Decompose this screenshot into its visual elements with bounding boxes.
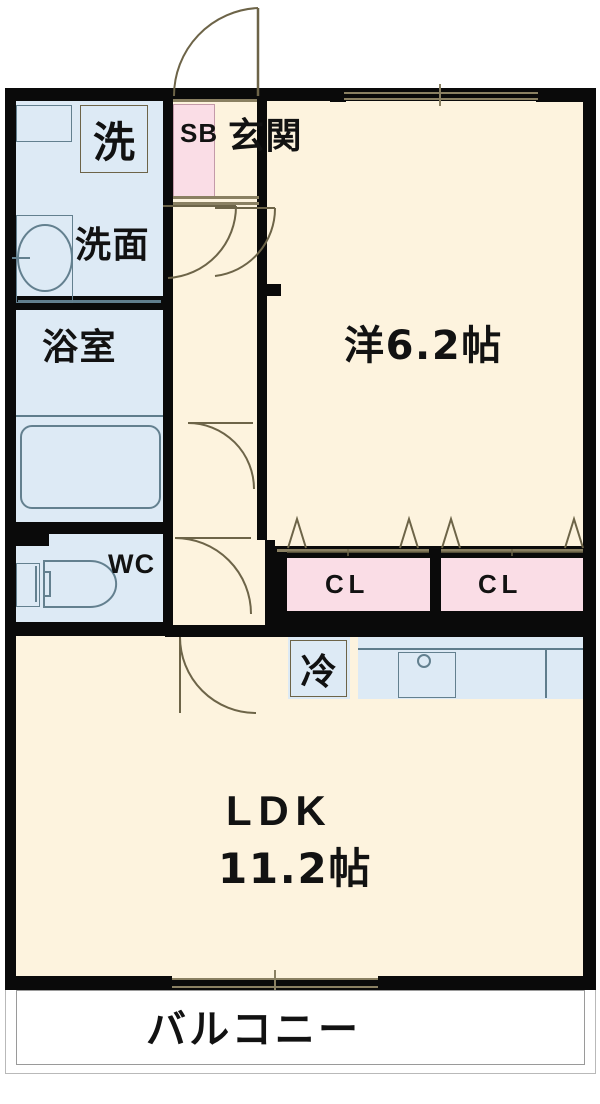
bath-sliding-door-line — [18, 300, 161, 303]
refrigerator-space-fill — [288, 637, 350, 699]
western-room-label: 洋6.2帖 — [344, 323, 503, 369]
entrance-wall-nib — [257, 284, 281, 296]
toilet-label-text: WC — [108, 549, 156, 579]
closet-left-rail — [277, 549, 429, 552]
bath-area-divider — [16, 415, 163, 417]
toilet-label: WC — [108, 549, 156, 580]
entrance-label: 玄関 — [228, 116, 303, 157]
entrance-door-threshold — [173, 99, 257, 102]
entrance-step-line-2 — [173, 202, 259, 205]
balcony-outer-frame — [5, 990, 596, 1074]
interior-wall-closets-ldk-2 — [165, 625, 583, 637]
closet-right-fill — [440, 557, 583, 611]
western-room-floor — [265, 101, 583, 549]
closet-left-label: CL — [325, 569, 370, 599]
interior-wall-closets-ldk — [267, 611, 583, 625]
north-window-pane-inner — [344, 98, 538, 100]
balcony-area — [16, 990, 585, 1065]
kitchen-stove-divider — [545, 649, 547, 698]
shoebox-label-text: SB — [180, 118, 219, 148]
north-window-jamb-left — [330, 88, 346, 102]
closet-right-label: CL — [478, 569, 523, 599]
toilet-tank — [16, 563, 40, 607]
balcony-door-pane-outer — [172, 978, 378, 980]
kitchen-counter-backsplash — [358, 648, 583, 650]
balcony-label: バルコニー — [146, 1007, 362, 1053]
balcony-door-jamb-left — [5, 976, 172, 990]
shoebox-fill — [173, 104, 215, 199]
kitchen-counter-fill — [358, 637, 583, 699]
interior-wall-wc-ldk — [5, 622, 173, 636]
interior-wall-west-hall — [163, 88, 173, 201]
washroom-shelf-niche — [16, 105, 72, 142]
north-window-jamb-right — [536, 88, 583, 102]
interior-wall-wc-top-left — [5, 528, 49, 546]
shoebox-label: SB — [180, 118, 219, 149]
interior-wall-hall-west-room — [257, 290, 267, 540]
closet-divider-wall — [430, 546, 441, 614]
laundry-box: 洗 — [80, 105, 148, 173]
interior-wall-wc-hall — [163, 532, 173, 635]
entrance-step-line — [173, 196, 259, 199]
interior-wall-washroom-bath — [5, 296, 173, 310]
kitchen-sink-basin — [398, 652, 456, 698]
laundry-label: 洗 — [92, 117, 135, 167]
closet-left-fill — [287, 557, 430, 611]
bath-label: 浴室 — [42, 327, 117, 368]
washroom-label: 洗面 — [75, 225, 150, 266]
ldk-name-label: LDK — [226, 787, 333, 834]
balcony-door-pane-inner — [172, 986, 378, 988]
north-window-pane-outer — [344, 92, 538, 94]
closet-right-rail — [441, 549, 583, 552]
hall-corridor-floor — [172, 300, 265, 635]
refrigerator-box: 冷 — [290, 640, 347, 697]
ldk-size-label: 11.2帖 — [218, 844, 373, 893]
interior-wall-hall-closet — [265, 540, 275, 636]
refrigerator-label: 冷 — [300, 651, 337, 693]
interior-wall-entrance-west-room — [257, 88, 267, 293]
interior-wall-bath-hall — [163, 300, 173, 532]
interior-wall-west-room-closets — [267, 546, 583, 558]
bathtub — [20, 425, 161, 509]
interior-wall-west-hall-2 — [163, 199, 173, 304]
balcony-door-jamb-right — [378, 976, 596, 990]
vanity-cabinet — [16, 215, 73, 303]
